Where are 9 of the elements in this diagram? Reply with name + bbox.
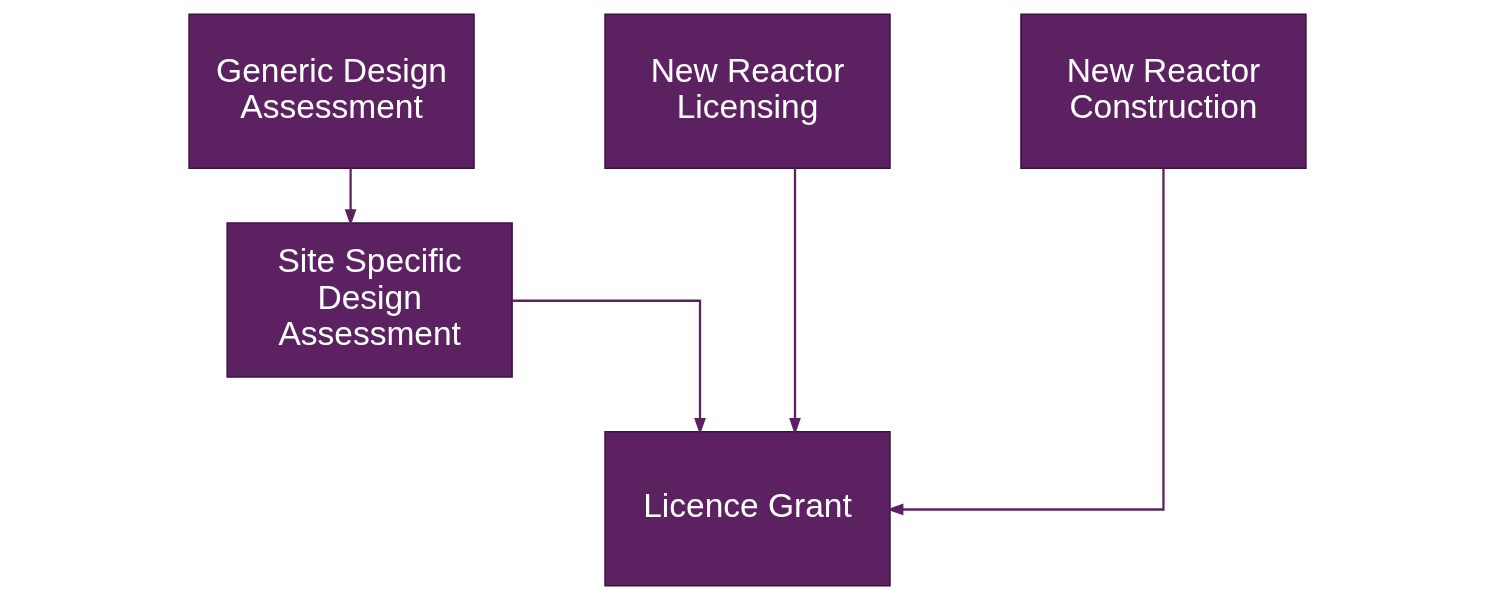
arrow xyxy=(886,168,1165,516)
node-box: Licence Grant xyxy=(604,431,891,587)
node-box: New Reactor Licensing xyxy=(604,13,891,169)
node-box: New Reactor Construction xyxy=(1020,13,1307,169)
node-box: Site Specific Design Assessment xyxy=(226,222,513,378)
arrow xyxy=(789,168,801,435)
arrow xyxy=(344,168,357,226)
node-box: Generic Design Assessment xyxy=(188,13,475,169)
arrow xyxy=(512,299,706,435)
